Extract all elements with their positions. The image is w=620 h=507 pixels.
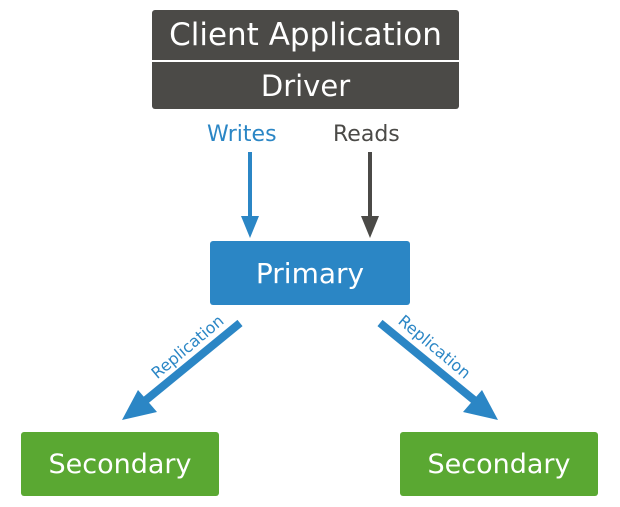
reads-label: Reads bbox=[333, 122, 400, 147]
client-application-label: Client Application bbox=[169, 17, 442, 53]
secondary-label-right: Secondary bbox=[427, 448, 571, 480]
client-application-box: Client Application bbox=[152, 10, 459, 60]
driver-label: Driver bbox=[260, 68, 351, 103]
writes-arrow bbox=[241, 152, 259, 238]
primary-label: Primary bbox=[255, 256, 365, 290]
reads-arrow bbox=[361, 152, 379, 238]
secondary-label-left: Secondary bbox=[48, 448, 192, 480]
replication-arrow-left bbox=[122, 319, 243, 420]
primary-box: Primary bbox=[210, 241, 410, 305]
replication-arrow-right bbox=[377, 319, 498, 420]
secondary-box-left: Secondary bbox=[21, 432, 219, 496]
driver-box: Driver bbox=[152, 62, 459, 109]
writes-label: Writes bbox=[207, 122, 277, 147]
secondary-box-right: Secondary bbox=[400, 432, 598, 496]
